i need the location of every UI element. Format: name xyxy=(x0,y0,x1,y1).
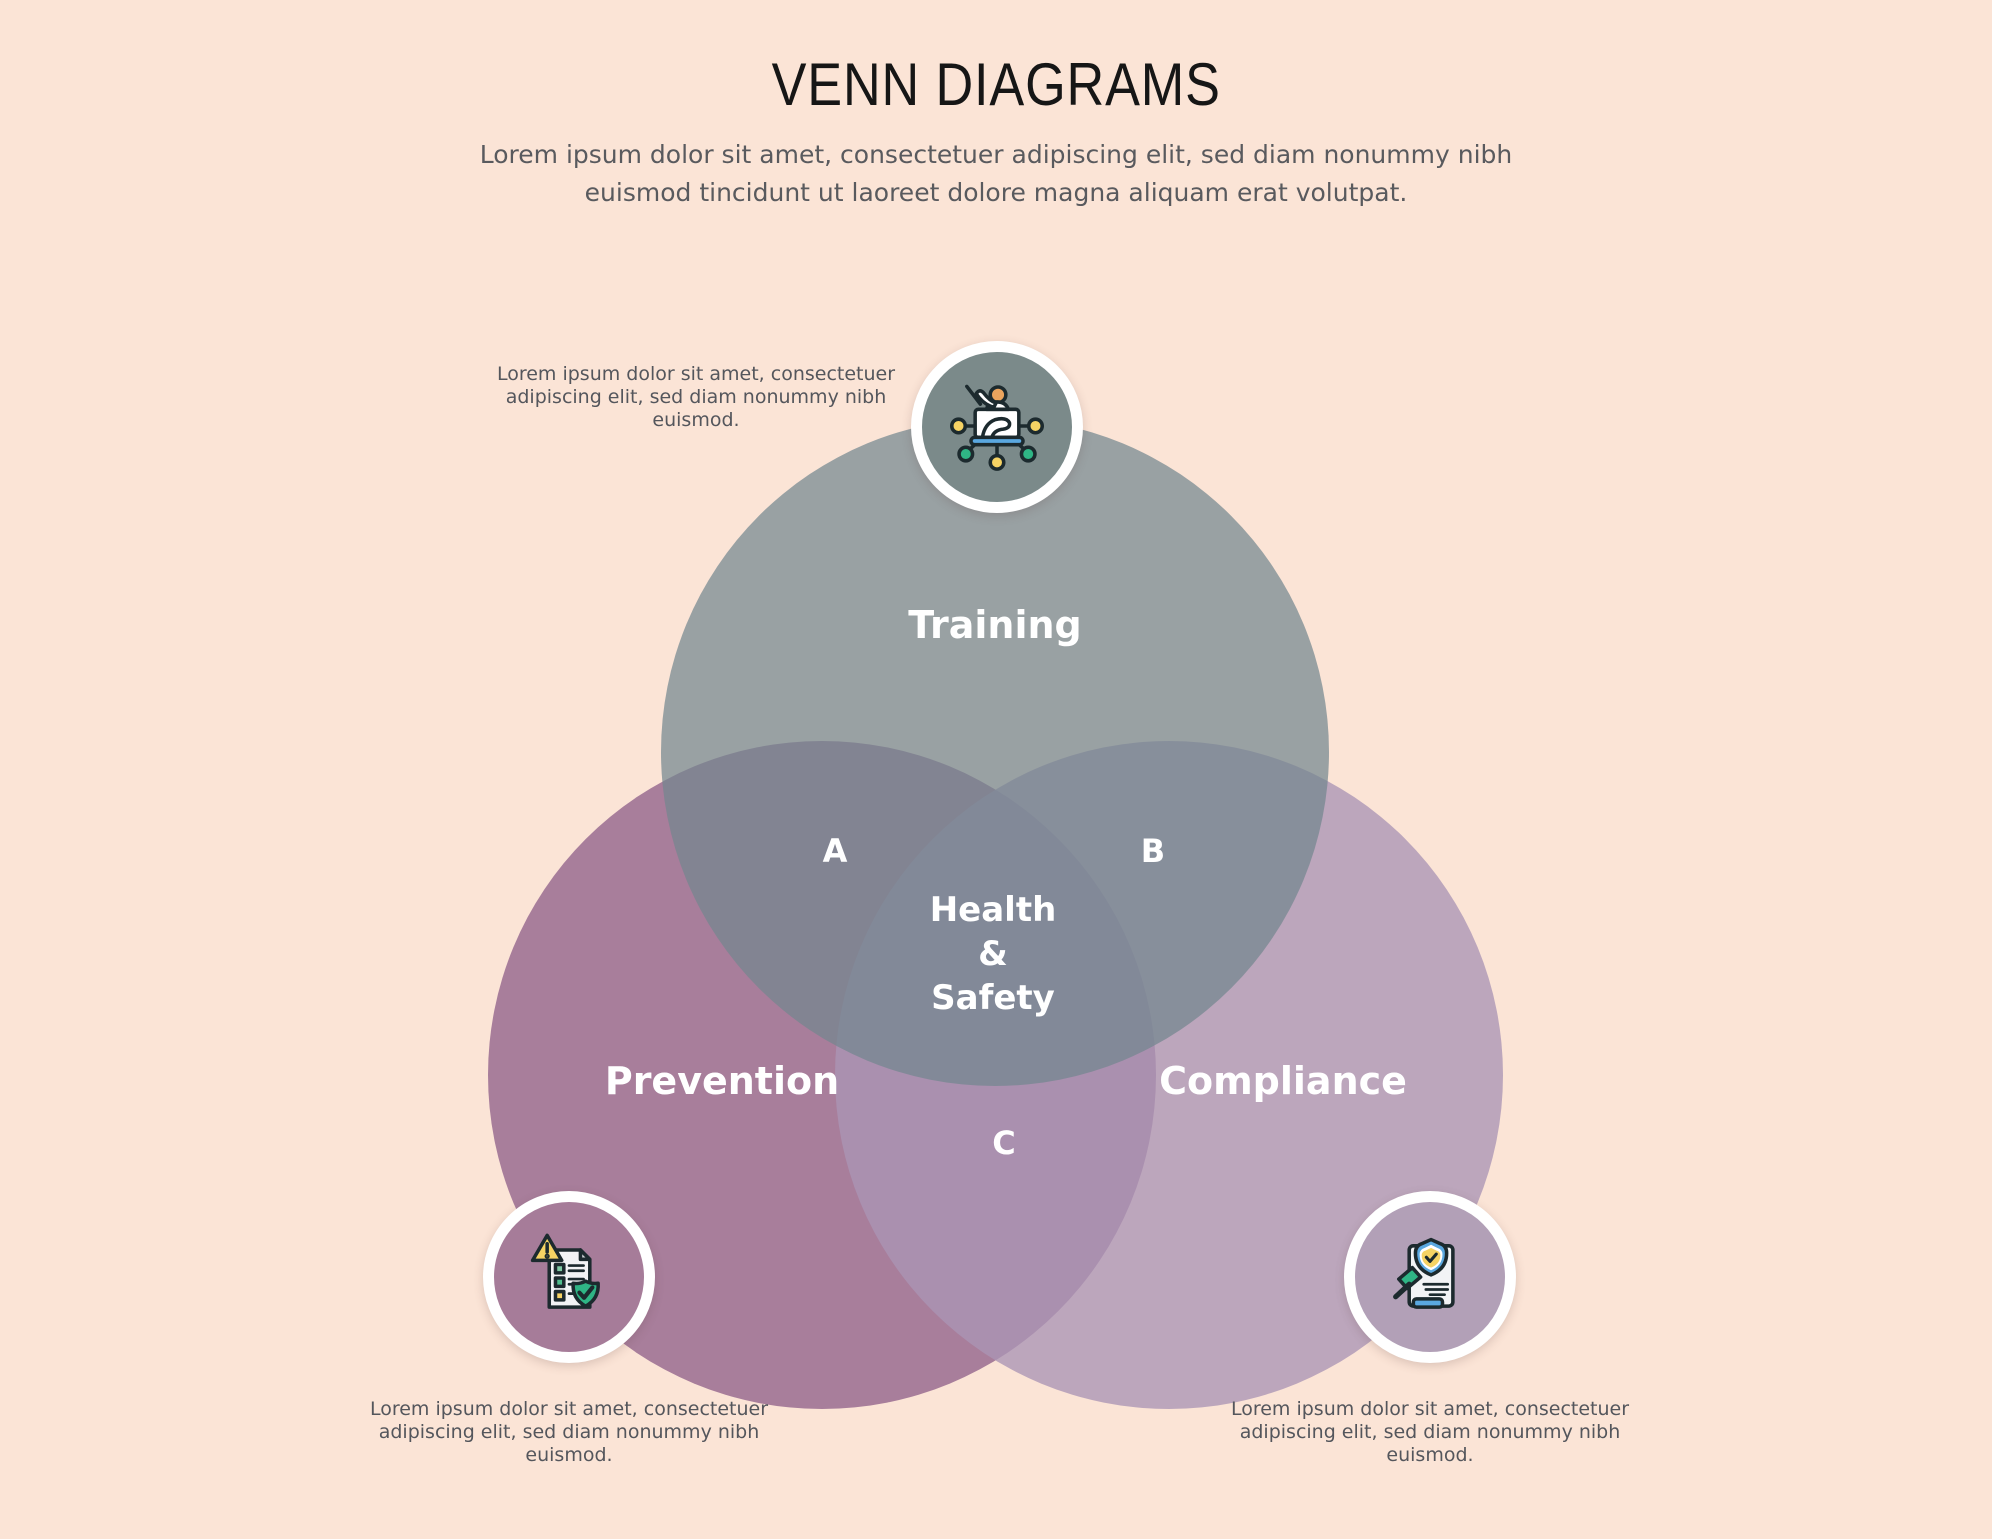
intersection-a-label: A xyxy=(822,832,848,870)
page-subtitle: Lorem ipsum dolor sit amet, consectetuer… xyxy=(0,136,1992,212)
subtitle-line-2: euismod tincidunt ut laoreet dolore magn… xyxy=(584,178,1408,207)
prevention-label: Prevention xyxy=(604,1059,840,1103)
training-badge xyxy=(911,341,1083,513)
venn-circle-training xyxy=(661,418,1329,1086)
center-label-line-1: Health xyxy=(929,890,1057,930)
presentation-training-icon xyxy=(949,384,1045,471)
compliance-caption-line-3: euismod. xyxy=(1386,1444,1474,1466)
page-title-text: VENN DIAGRAMS xyxy=(771,51,1221,118)
training-caption-line-1: Lorem ipsum dolor sit amet, consectetuer xyxy=(496,363,896,385)
center-label-line-3: Safety xyxy=(931,978,1055,1018)
page-title: VENN DIAGRAMS xyxy=(0,50,1992,119)
prevention-badge xyxy=(483,1191,655,1363)
venn-circle-training-layer xyxy=(661,418,1329,1086)
training-label: Training xyxy=(908,603,1082,647)
prevention-caption-line-2: adipiscing elit, sed diam nonummy nibh xyxy=(378,1421,760,1443)
prevention-caption-line-3: euismod. xyxy=(525,1444,613,1466)
compliance-caption-line-2: adipiscing elit, sed diam nonummy nibh xyxy=(1239,1421,1621,1443)
intersection-b-label: B xyxy=(1140,832,1166,870)
checklist-warning-icon xyxy=(530,1233,600,1309)
prevention-caption-line-1: Lorem ipsum dolor sit amet, consectetuer xyxy=(369,1398,769,1420)
compliance-badge xyxy=(1344,1191,1516,1363)
compliance-label: Compliance xyxy=(1159,1059,1407,1103)
center-label-line-2: & xyxy=(978,934,1008,974)
compliance-caption-line-1: Lorem ipsum dolor sit amet, consectetuer xyxy=(1230,1398,1630,1420)
legal-compliance-icon xyxy=(1393,1237,1455,1309)
training-caption-line-3: euismod. xyxy=(652,409,740,431)
subtitle-line-1: Lorem ipsum dolor sit amet, consectetuer… xyxy=(479,140,1513,169)
intersection-c-label: C xyxy=(992,1124,1016,1162)
compliance-caption: Lorem ipsum dolor sit amet, consectetuer… xyxy=(1200,1398,1660,1467)
center-label: Health & Safety xyxy=(930,888,1057,1020)
prevention-caption: Lorem ipsum dolor sit amet, consectetuer… xyxy=(339,1398,799,1467)
training-caption-line-2: adipiscing elit, sed diam nonummy nibh xyxy=(505,386,887,408)
training-caption: Lorem ipsum dolor sit amet, consectetuer… xyxy=(466,363,926,432)
